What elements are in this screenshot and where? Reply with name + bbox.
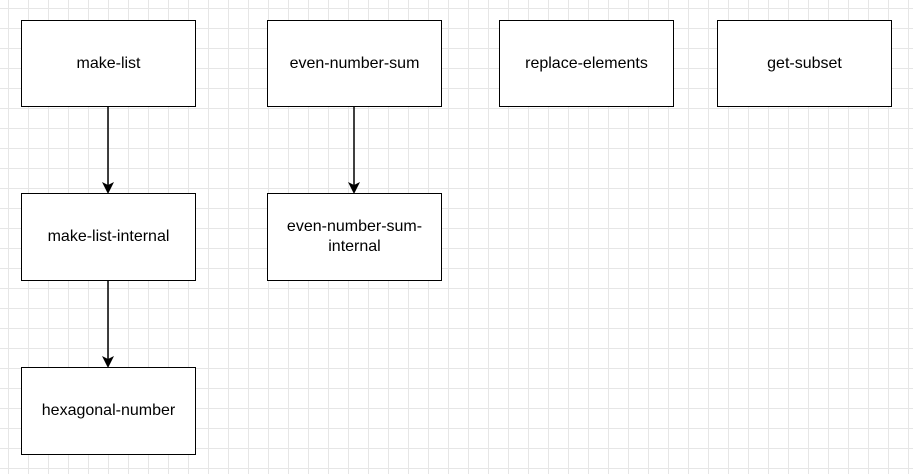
node-make-list-internal[interactable]: make-list-internal <box>21 193 196 281</box>
node-label: make-list-internal <box>47 228 170 245</box>
node-hexagonal-number[interactable]: hexagonal-number <box>21 367 196 455</box>
node-even-number-sum-internal[interactable]: even-number-sum-internal <box>267 193 442 281</box>
node-replace-elements[interactable]: replace-elements <box>499 20 674 107</box>
node-label: even-number-sum <box>289 54 420 72</box>
node-label: hexagonal-number <box>41 402 176 419</box>
node-even-number-sum[interactable]: even-number-sum <box>267 20 442 107</box>
node-label: replace-elements <box>525 54 648 72</box>
node-label: even-number-sum-internal <box>286 218 423 255</box>
node-make-list[interactable]: make-list <box>21 20 196 107</box>
node-label: get-subset <box>767 54 842 72</box>
node-get-subset[interactable]: get-subset <box>717 20 892 107</box>
node-label: make-list <box>76 54 141 72</box>
